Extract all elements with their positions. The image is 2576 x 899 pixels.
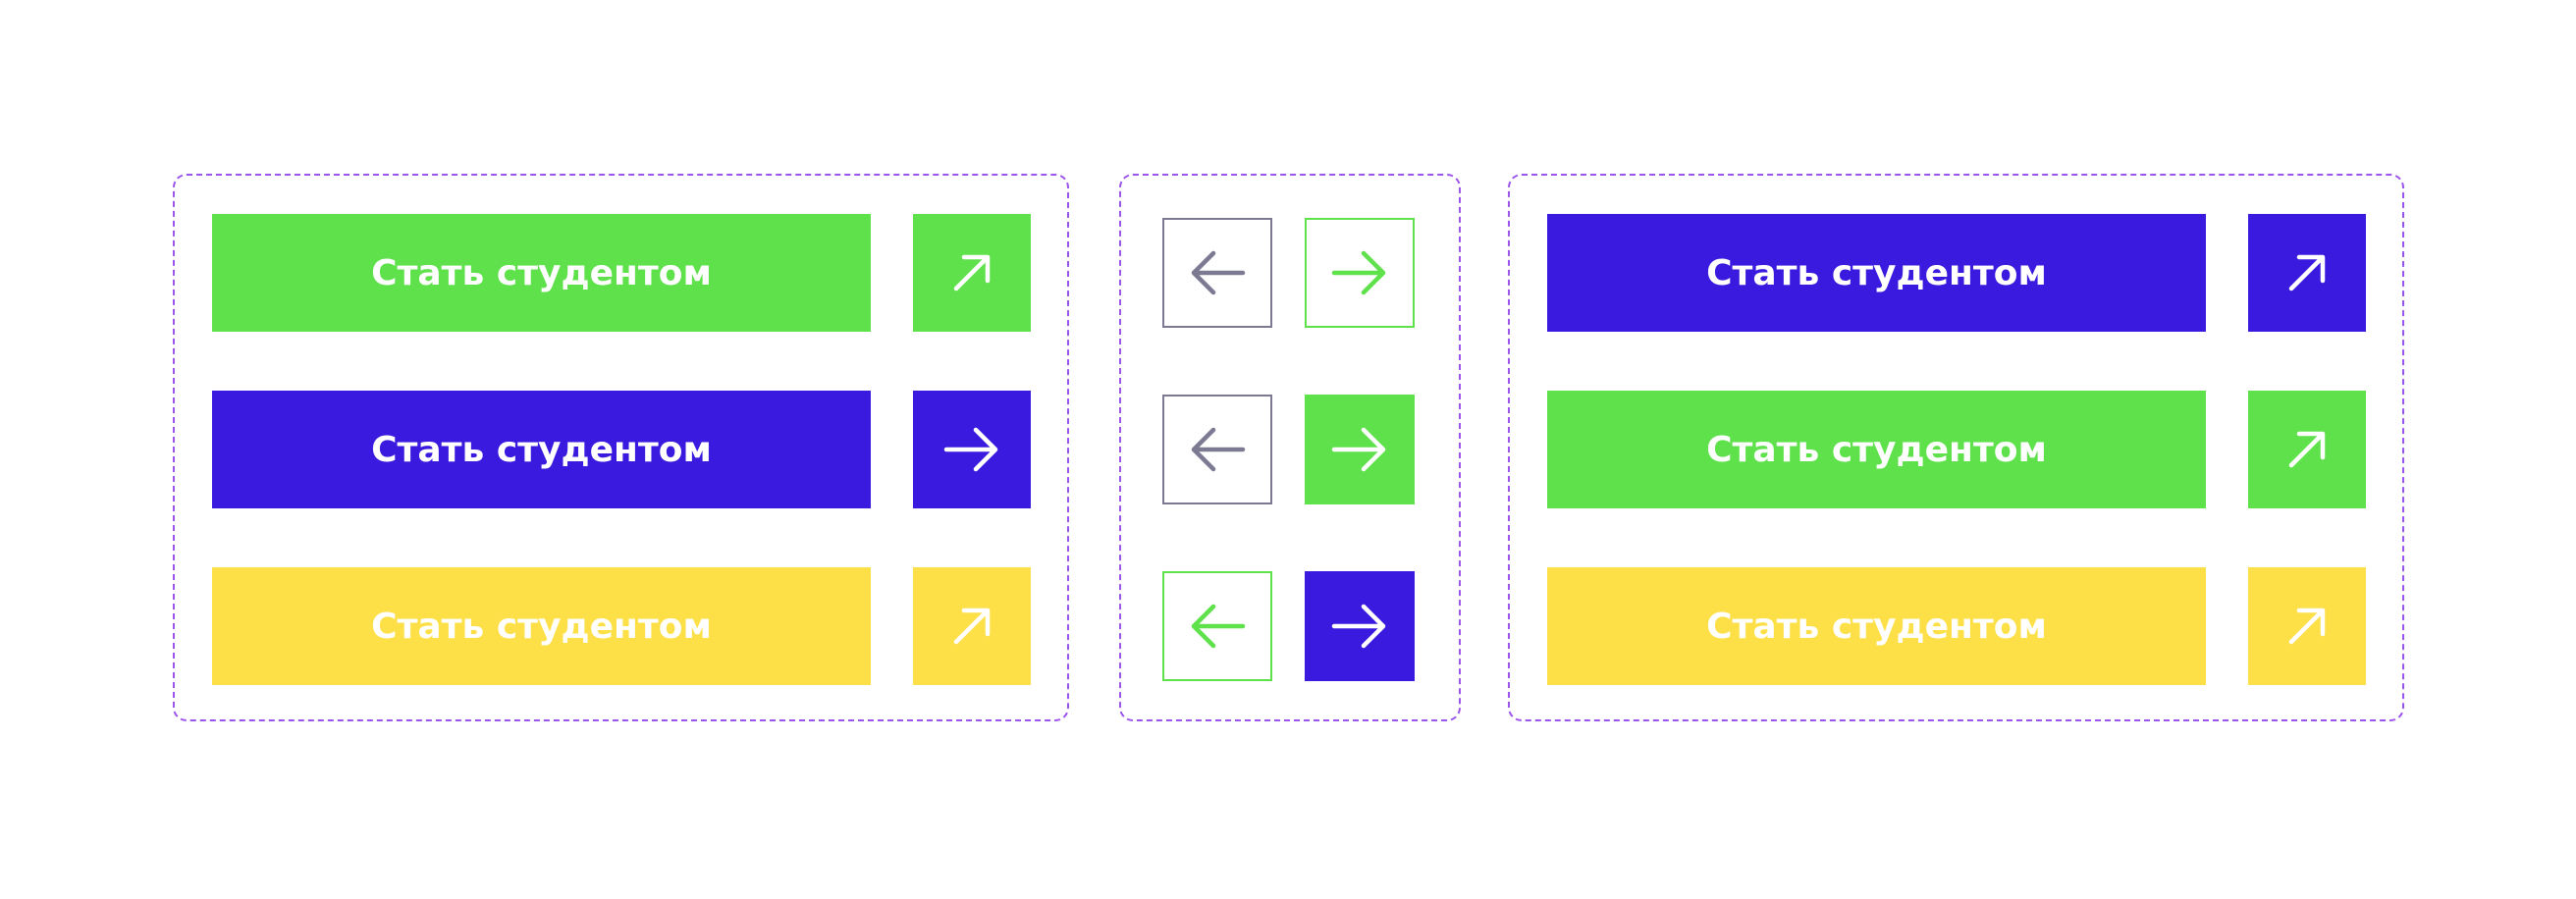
become-student-button-blue[interactable]: Стать студентом (1547, 214, 2206, 332)
prev-button-outlined-green[interactable] (1162, 571, 1272, 681)
arrow-up-right-icon (948, 603, 995, 650)
arrow-right-button-blue[interactable] (913, 391, 1031, 508)
prev-button-outlined-gray[interactable] (1162, 395, 1272, 504)
arrow-up-right-icon (948, 249, 995, 296)
arrow-up-right-button-yellow[interactable] (913, 567, 1031, 685)
become-student-button-green[interactable]: Стать студентом (1547, 391, 2206, 508)
nav-arrows-group (1119, 174, 1461, 721)
arrow-up-right-icon (2283, 249, 2331, 296)
arrow-up-right-icon (2283, 603, 2331, 650)
become-student-button-yellow[interactable]: Стать студентом (1547, 567, 2206, 685)
arrow-right-icon (1330, 603, 1389, 650)
arrow-up-right-button-green[interactable] (913, 214, 1031, 332)
next-button-filled-blue[interactable] (1305, 571, 1415, 681)
next-button-outlined-green[interactable] (1305, 218, 1415, 328)
become-student-button-yellow[interactable]: Стать студентом (212, 567, 871, 685)
next-button-filled-green[interactable] (1305, 395, 1415, 504)
prev-button-outlined-gray[interactable] (1162, 218, 1272, 328)
arrow-right-icon (942, 426, 1001, 473)
arrow-right-icon (1330, 426, 1389, 473)
arrow-left-icon (1188, 426, 1247, 473)
arrow-up-right-button-yellow[interactable] (2248, 567, 2366, 685)
right-button-group: Стать студентом Стать студентом Стать ст… (1508, 174, 2404, 721)
arrow-up-right-button-blue[interactable] (2248, 214, 2366, 332)
arrow-up-right-button-green[interactable] (2248, 391, 2366, 508)
arrow-up-right-icon (2283, 426, 2331, 473)
become-student-button-blue[interactable]: Стать студентом (212, 391, 871, 508)
arrow-right-icon (1330, 249, 1389, 296)
arrow-left-icon (1188, 249, 1247, 296)
arrow-left-icon (1188, 603, 1247, 650)
become-student-button-green[interactable]: Стать студентом (212, 214, 871, 332)
left-button-group: Стать студентом Стать студентом Стать ст… (173, 174, 1069, 721)
